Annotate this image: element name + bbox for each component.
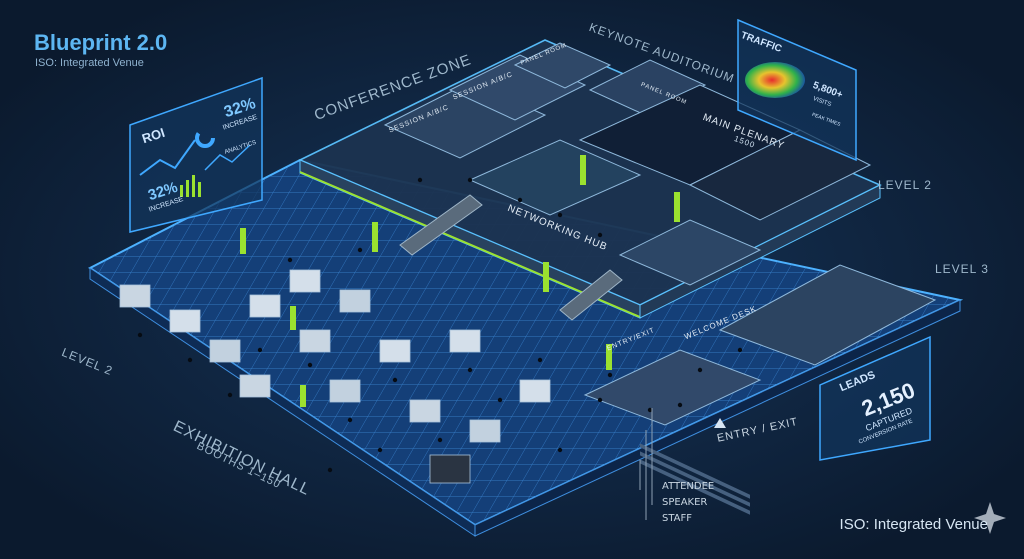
legend-leaders	[639, 408, 653, 520]
exhibition-floor	[88, 158, 964, 537]
traffic-panel-graphics	[737, 18, 857, 162]
plenary-seating	[640, 443, 750, 515]
leads-panel-graphics	[819, 335, 931, 461]
page-subtitle: ISO: Integrated Venue	[35, 57, 144, 69]
entry-arrow-icon	[714, 418, 726, 428]
green-accent-panels	[240, 155, 680, 407]
exhibition-booths	[119, 269, 551, 484]
page-title: Blueprint 2.0	[34, 30, 168, 55]
label-level-3: LEVEL 3	[935, 262, 989, 276]
sparkle-icon	[974, 502, 1006, 534]
label-level-2-right: LEVEL 2	[878, 178, 932, 192]
escalators	[399, 194, 623, 321]
footer-label: ISO: Integrated Venue	[839, 516, 988, 533]
legend-item-attendee: ATTENDEE	[662, 481, 715, 492]
legend-item-speaker: SPEAKER	[662, 497, 708, 508]
roi-panel-graphics	[129, 76, 263, 233]
attendee-figures	[137, 177, 743, 473]
legend-item-staff: STAFF	[662, 513, 693, 524]
right-annex	[583, 264, 937, 426]
